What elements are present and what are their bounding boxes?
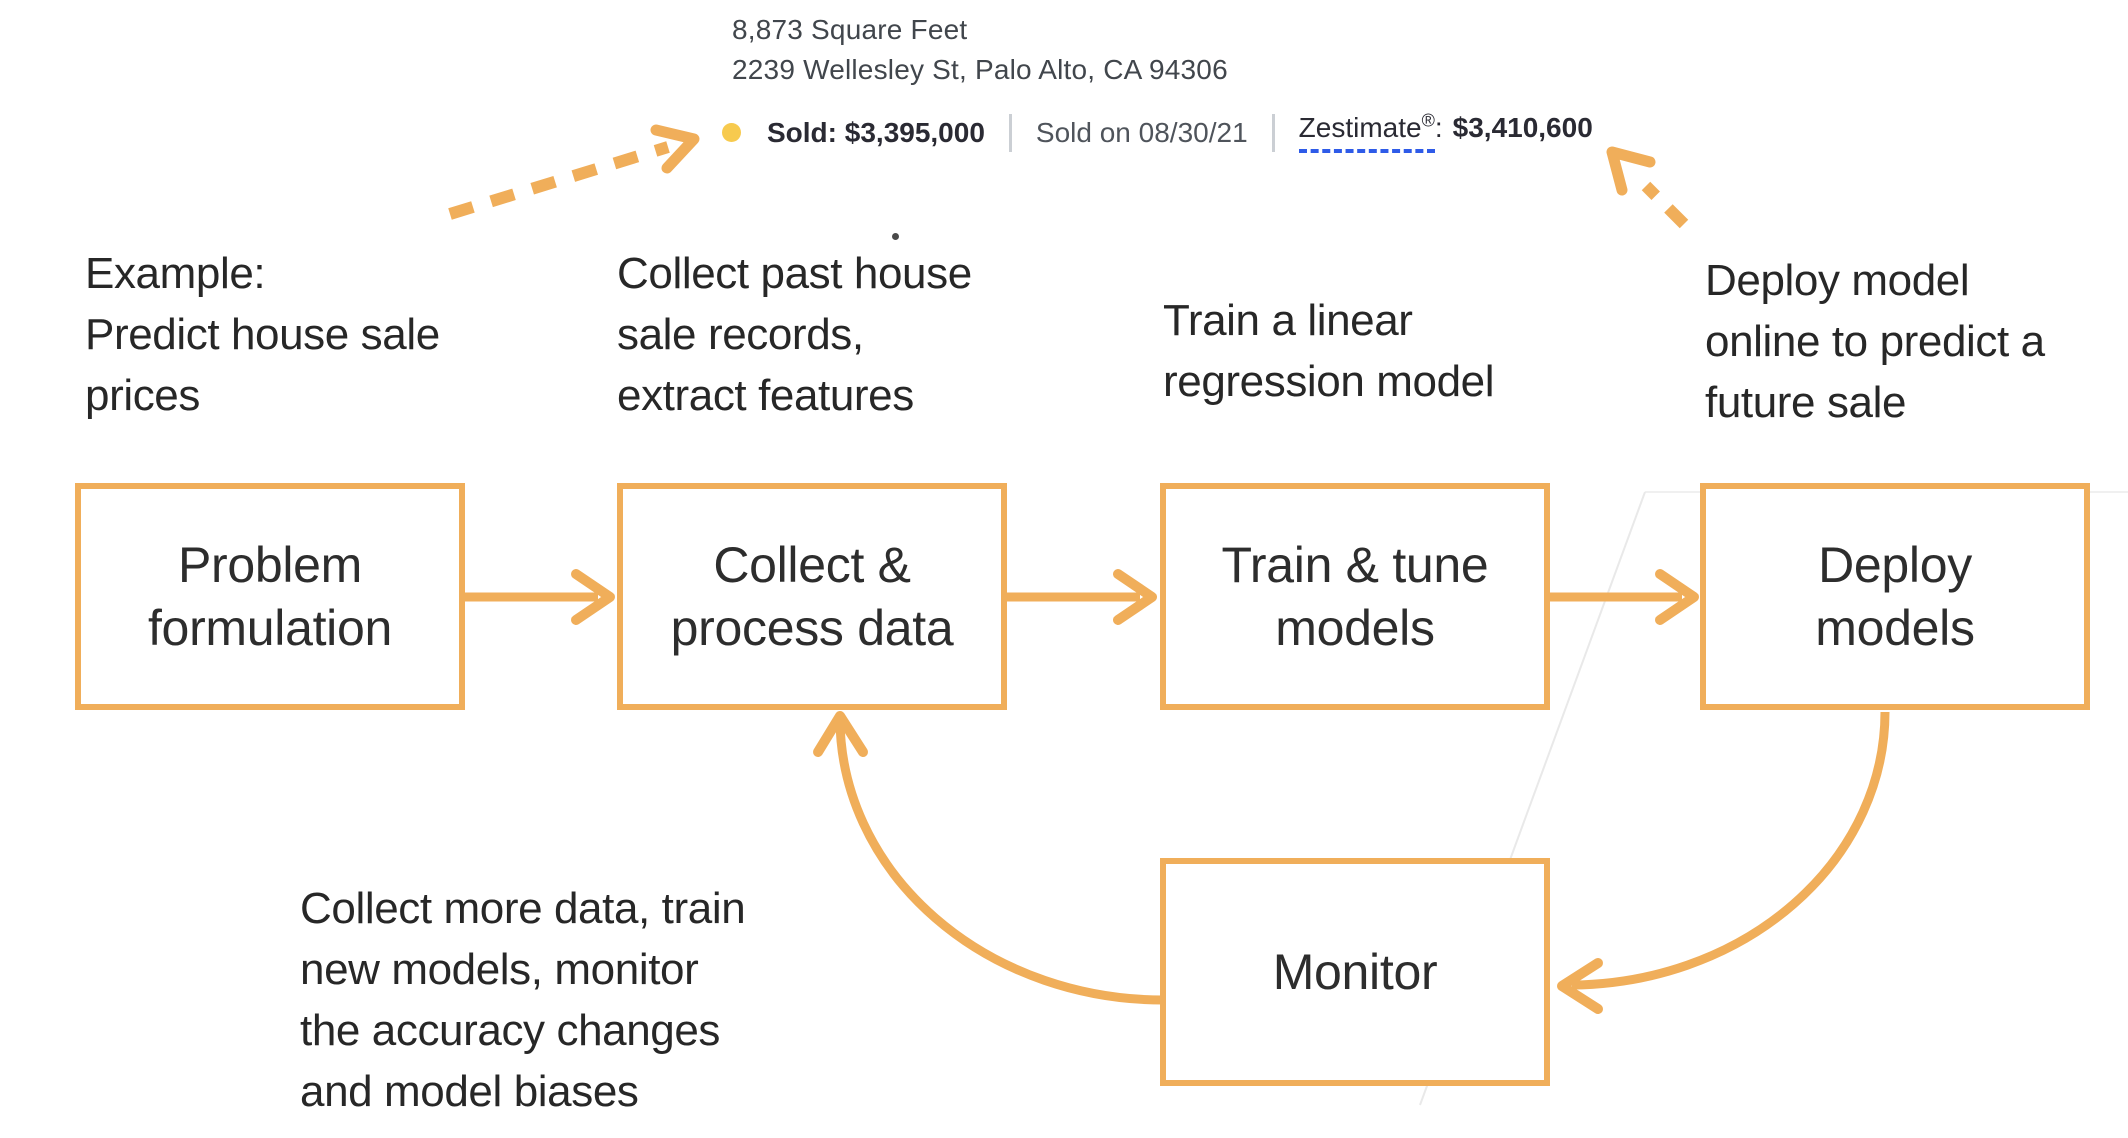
dashed-arrow-to-sold-price <box>448 124 700 220</box>
zestimate-group: Zestimate®: $3,410,600 <box>1298 110 1593 153</box>
sold-status-row: Sold: $3,395,000 Sold on 08/30/21 Zestim… <box>722 112 1593 153</box>
zestimate-colon: : <box>1434 112 1443 143</box>
separator <box>1271 113 1275 152</box>
flow-box-monitor: Monitor <box>1160 858 1550 1086</box>
zestimate-label: Zestimate <box>1298 112 1422 143</box>
flow-box-train-tune-models: Train & tune models <box>1160 483 1550 710</box>
separator <box>1008 113 1012 152</box>
annotation-example: Example: Predict house sale prices <box>85 249 440 420</box>
sold-dot-icon <box>722 123 741 142</box>
dashed-arrow-to-zestimate <box>1606 146 1689 229</box>
sold-price: Sold: $3,395,000 <box>767 116 985 148</box>
sold-date: Sold on 08/30/21 <box>1035 116 1248 148</box>
annotation-collect-records: Collect past house sale records, extract… <box>617 249 972 420</box>
arrow-monitor-to-collect <box>813 711 1164 1005</box>
zestimate-value: $3,410,600 <box>1452 112 1593 143</box>
arrow-problem-to-collect <box>465 569 615 625</box>
address-text: 2239 Wellesley St, Palo Alto, CA 94306 <box>732 54 1228 85</box>
zestimate-link[interactable]: Zestimate® <box>1298 110 1435 153</box>
registered-mark: ® <box>1421 110 1435 131</box>
flow-box-problem-formulation: Problem formulation <box>75 483 465 710</box>
arrow-train-to-deploy <box>1550 569 1699 625</box>
annotation-deploy-online: Deploy model online to predict a future … <box>1705 256 2045 427</box>
flow-box-collect-process-data: Collect & process data <box>617 483 1007 710</box>
annotation-monitor-loop: Collect more data, train new models, mon… <box>300 884 746 1116</box>
arrow-collect-to-train <box>1007 569 1157 625</box>
stray-dot-artifact <box>892 233 899 240</box>
arrow-deploy-to-monitor <box>1557 711 1890 1014</box>
flow-box-deploy-models: Deploy models <box>1700 483 2090 710</box>
annotation-train-regression: Train a linear regression model <box>1163 296 1495 406</box>
square-feet-text: 8,873 Square Feet <box>732 14 968 45</box>
